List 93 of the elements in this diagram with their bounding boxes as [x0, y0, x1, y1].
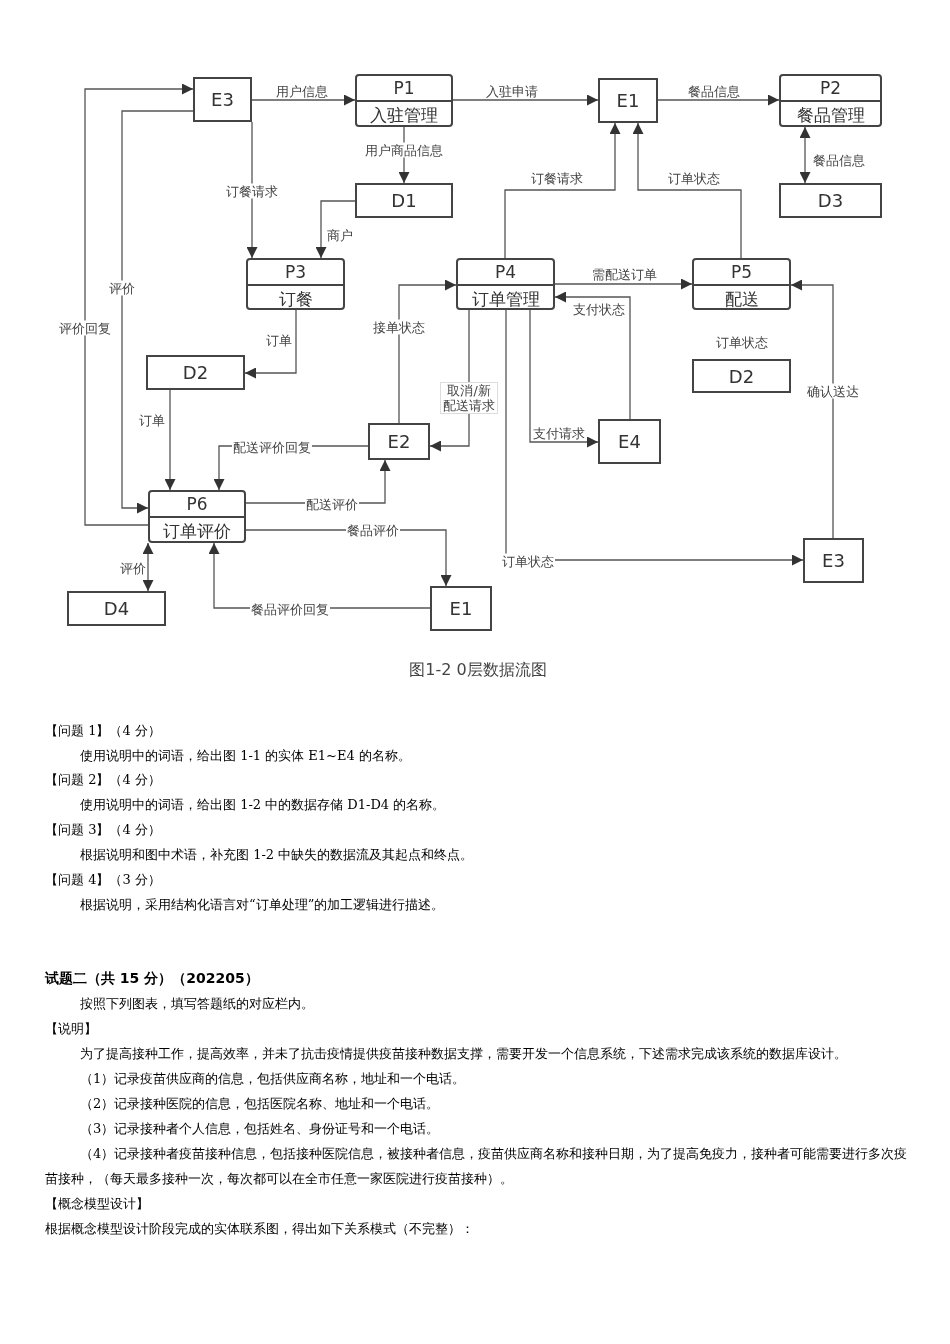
edge-label: 配送评价 [305, 496, 359, 512]
arrow [251, 94, 356, 106]
process-number: P2 [781, 76, 880, 102]
process-box [148, 490, 246, 543]
arrow [246, 121, 258, 259]
arrow [554, 291, 631, 420]
process-number: P4 [458, 260, 553, 286]
arrow [164, 389, 176, 491]
paragraph: （2）记录接种医院的信息，包括医院名称、地址和一个电话。 [80, 1095, 441, 1113]
edge-label: 餐品信息 [687, 83, 741, 99]
arrow [452, 94, 599, 106]
process-name: 订单管理 [470, 288, 541, 311]
arrow [554, 278, 693, 290]
edge-label: 订单状态 [667, 170, 721, 186]
edge-label: 评价 [108, 280, 136, 296]
arrow [315, 200, 356, 259]
process-number: P6 [150, 492, 244, 518]
process-box [456, 258, 555, 310]
process-number: P1 [357, 76, 451, 102]
arrow [632, 122, 742, 259]
edge-label: 订餐请求 [225, 183, 279, 199]
process-box [692, 258, 791, 310]
paragraph: 根据说明，采用结构化语言对“订单处理”的加工逻辑进行描述。 [80, 896, 446, 914]
edge-label: 需配送订单 [590, 266, 658, 282]
question-heading: 【问题 3】（4 分） [45, 821, 161, 839]
paragraph: 根据说明和图中术语，补充图 1-2 中缺失的数据流及其起点和终点。 [80, 846, 475, 864]
entity-box: D2 [692, 359, 791, 393]
edge-label: 订餐请求 [530, 170, 584, 186]
arrow [657, 94, 780, 106]
process-number: P3 [248, 260, 343, 286]
paragraph: 根据概念模型设计阶段完成的实体联系图，得出如下关系模式（不完整）： [45, 1220, 474, 1238]
question-heading: 【问题 4】（3 分） [45, 871, 161, 889]
process-name: 餐品管理 [795, 104, 866, 127]
store-caption: 订单状态 [714, 335, 769, 350]
edge-label: 支付状态 [572, 301, 626, 317]
paragraph: 为了提高接种工作，提高效率，并未了抗击疫情提供疫苗接种数据支撑，需要开发一个信息系统，下述需求完成该系统的数据库设计。 [80, 1045, 848, 1063]
arrow [244, 309, 297, 379]
entity-box: E4 [598, 419, 661, 464]
question-heading: 【问题 1】（4 分） [45, 722, 161, 740]
entity-box: E3 [803, 538, 864, 583]
edge-label: 评价 [119, 560, 147, 576]
arrow [799, 126, 811, 184]
process-number: P5 [694, 260, 789, 286]
process-box [779, 74, 882, 127]
entity-box: D1 [355, 183, 453, 218]
arrow [121, 110, 194, 514]
paragraph: 按照下列图表，填写答题纸的对应栏内。 [80, 995, 315, 1013]
arrow [529, 309, 599, 448]
paragraph: 使用说明中的词语，给出图 1-1 的实体 E1~E4 的名称。 [80, 747, 412, 765]
entity-box: D4 [67, 591, 166, 626]
process-name: 配送 [723, 288, 760, 311]
edge-label: 订单 [138, 412, 166, 428]
edge-label: 餐品信息 [812, 152, 866, 168]
section-heading: 试题二（共 15 分）（202205） [45, 969, 259, 988]
process-name: 订单评价 [162, 520, 232, 543]
entity-box: E3 [193, 77, 252, 122]
edge-label: 评价回复 [58, 320, 112, 336]
question-heading: 【概念模型设计】 [45, 1195, 149, 1213]
edge-label: 订单 [265, 332, 293, 348]
edge-label: 确认送达 [806, 383, 860, 399]
edge-label: 餐品评价 [346, 522, 400, 538]
process-name: 入驻管理 [369, 104, 439, 127]
figure-caption: 图1-2 0层数据流图 [408, 660, 548, 681]
entity-box: D2 [146, 355, 245, 390]
edge-label: 入驻申请 [485, 83, 539, 99]
entity-box: E1 [598, 78, 658, 123]
arrow [790, 279, 834, 539]
paragraph: （1）记录疫苗供应商的信息，包括供应商名称，地址和一个电话。 [80, 1070, 467, 1088]
arrow [505, 309, 804, 566]
process-name: 订餐 [277, 288, 314, 311]
question-heading: 【说明】 [45, 1020, 97, 1038]
arrow [142, 542, 154, 592]
edge-label: 支付请求 [532, 425, 586, 441]
edge-label: 订单状态 [501, 553, 555, 569]
paragraph: （3）记录接种者个人信息，包括姓名、身份证号和一个电话。 [80, 1120, 441, 1138]
entity-box: D3 [779, 183, 882, 218]
edge-label: 商户 [326, 227, 354, 243]
edge-label: 用户商品信息 [364, 142, 444, 158]
process-box [355, 74, 453, 127]
edge-label: 用户信息 [275, 83, 329, 99]
paragraph: （4）记录接种者疫苗接种信息，包括接种医院信息，被接种者信息，疫苗供应商名称和接种日期，为了提高免疫力，接种者可能需要进行多次疫苗接种，（每天最多接种一次，每次都可以在全市任意一家医院进行疫苗接种）。 [45, 1145, 909, 1188]
process-box [246, 258, 345, 310]
edge-label: 餐品评价回复 [250, 601, 330, 617]
question-heading: 【问题 2】（4 分） [45, 771, 161, 789]
paragraph: 使用说明中的词语，给出图 1-2 中的数据存储 D1-D4 的名称。 [80, 796, 447, 814]
edge-label: 取消/新配送请求 [440, 382, 498, 414]
arrow [398, 279, 457, 424]
entity-box: E1 [430, 586, 492, 631]
entity-box: E2 [368, 423, 430, 460]
arrow [84, 83, 194, 526]
arrow [504, 122, 621, 259]
edge-label: 配送评价回复 [232, 439, 312, 455]
edge-label: 接单状态 [372, 319, 426, 335]
